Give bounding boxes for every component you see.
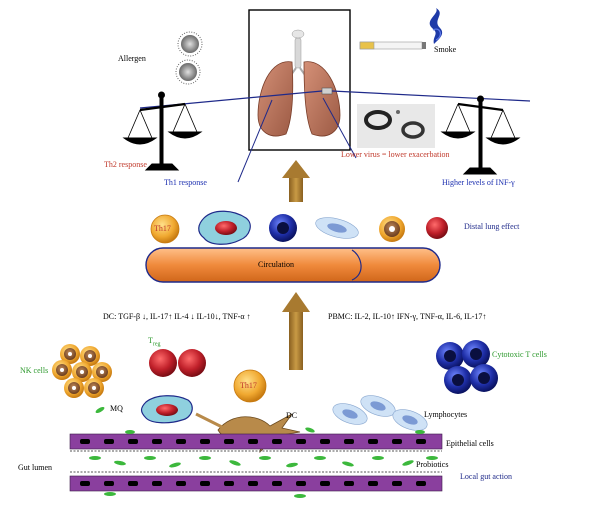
circulating-cytotoxic-cell <box>269 214 297 242</box>
upward-arrow-lung <box>282 160 310 202</box>
treg-cells <box>149 349 206 377</box>
connector-line <box>237 99 273 183</box>
gut-th17-label: Th17 <box>240 381 257 390</box>
gut-macrophage-cell <box>140 395 193 424</box>
circulating-macrophage-cell <box>198 210 251 245</box>
th1-response-label: Th1 response <box>164 178 207 187</box>
lower-virus-label: Lower virus = lower exacerbation <box>341 150 450 159</box>
dc-label: DC <box>286 411 298 420</box>
th17-cell-label: Th17 <box>154 224 171 233</box>
circulation-label: Circulation <box>258 260 294 269</box>
dc-cytokines-label: DC: TGF-β ↓, IL-17↑ IL-4 ↓ IL-10↓, TNF-α… <box>103 312 251 321</box>
circulating-treg-cell <box>426 217 448 239</box>
epithelial-layer-lower <box>69 471 443 492</box>
virus-micrograph-image <box>357 104 435 148</box>
gut-lymphocytes <box>332 395 428 431</box>
balance-tilt-line <box>331 90 531 102</box>
connector-line <box>322 97 357 159</box>
mq-label: MQ <box>110 404 123 413</box>
probiotic-bacteria <box>89 406 438 498</box>
distal-lung-effect-label: Distal lung effect <box>464 222 520 231</box>
interferon-balance-scale-icon <box>440 95 521 175</box>
gut-th17-cell <box>233 369 267 403</box>
lungs-icon <box>257 29 341 137</box>
th1-th2-balance-scale-icon <box>122 91 203 171</box>
epithelial-cells-label: Epithelial cells <box>446 439 494 448</box>
circulation-vessel <box>145 247 441 283</box>
allergen-label: Allergen <box>118 54 146 63</box>
nk-cells-label: NK cells <box>20 366 49 375</box>
gut-lumen-label: Gut lumen <box>18 463 52 472</box>
probiotics-label: Probiotics <box>416 460 449 469</box>
cigarette-icon <box>359 41 426 50</box>
epithelial-layer-upper <box>69 433 443 452</box>
circulating-nk-cell <box>379 216 405 242</box>
smoke-label: Smoke <box>434 45 457 54</box>
circulating-th17-cell <box>150 214 180 244</box>
smoke-plume-icon <box>429 8 443 44</box>
th2-response-label: Th2 response <box>104 160 147 169</box>
pbmc-cytokines-label: PBMC: IL-2, IL-10↑ IFN-γ, TNF-α, IL-6, I… <box>328 312 487 321</box>
circulating-lymphocyte-cell <box>315 217 359 239</box>
lymphocytes-label: Lymphocytes <box>424 410 468 419</box>
local-gut-action-label: Local gut action <box>460 472 512 481</box>
treg-label: Treg <box>148 336 161 348</box>
interferon-label: Higher levels of INF-γ <box>442 178 515 187</box>
nk-cell-cluster <box>52 344 112 398</box>
cytotoxic-t-cell-cluster <box>436 340 498 394</box>
upward-arrow-circulation <box>282 292 310 370</box>
cytotoxic-t-cells-label: Cytotoxic T cells <box>492 350 547 359</box>
allergen-particle-icon <box>177 31 203 57</box>
allergen-particle-icon <box>175 59 201 85</box>
